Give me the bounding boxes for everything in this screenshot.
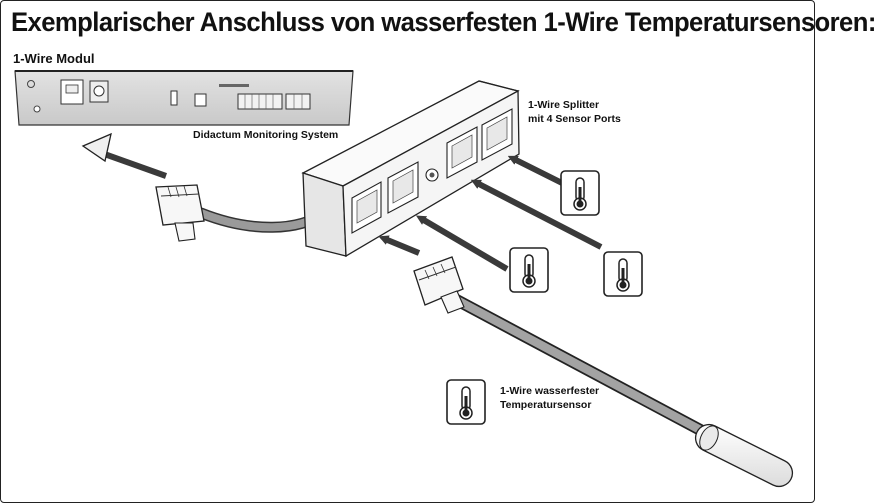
one-wire-splitter (301, 80, 520, 258)
connection-illustration (14, 70, 794, 488)
arrow-to-module (94, 148, 168, 179)
module-caption: Didactum Monitoring System (193, 129, 339, 141)
sensor-probe (694, 423, 794, 488)
splitter-label: 1-Wire Splitter mit 4 Sensor Ports (528, 98, 621, 126)
thermometer-icon (509, 247, 549, 293)
module-title: 1-Wire Modul (13, 51, 95, 66)
rj45-plug-module (155, 184, 205, 242)
thermometer-icon (446, 379, 486, 425)
splitter-port-2 (387, 161, 419, 214)
arrow-port-2 (415, 215, 509, 272)
arrow-port-1 (378, 235, 421, 256)
arrow-port-3 (470, 179, 603, 250)
page-title: Exemplarischer Anschluss von wasserfeste… (11, 7, 876, 37)
splitter-label-line2: mit 4 Sensor Ports (528, 113, 621, 125)
sensor-label: 1-Wire wasserfester Temperatursensor (500, 384, 599, 412)
splitter-port-1 (351, 181, 382, 234)
rj45-plug-sensor (413, 256, 465, 314)
sensor-label-line1: 1-Wire wasserfester (500, 385, 600, 397)
thermometer-icon (560, 170, 600, 216)
splitter-port-3 (446, 126, 478, 179)
arrow-head-module (81, 132, 112, 163)
splitter-label-line1: 1-Wire Splitter (528, 99, 600, 111)
arrow-port-4 (507, 155, 566, 187)
sensor-label-line2: Temperatursensor (500, 399, 592, 411)
thermometer-icon (603, 251, 643, 297)
one-wire-module (14, 70, 354, 126)
splitter-port-4 (481, 108, 513, 161)
